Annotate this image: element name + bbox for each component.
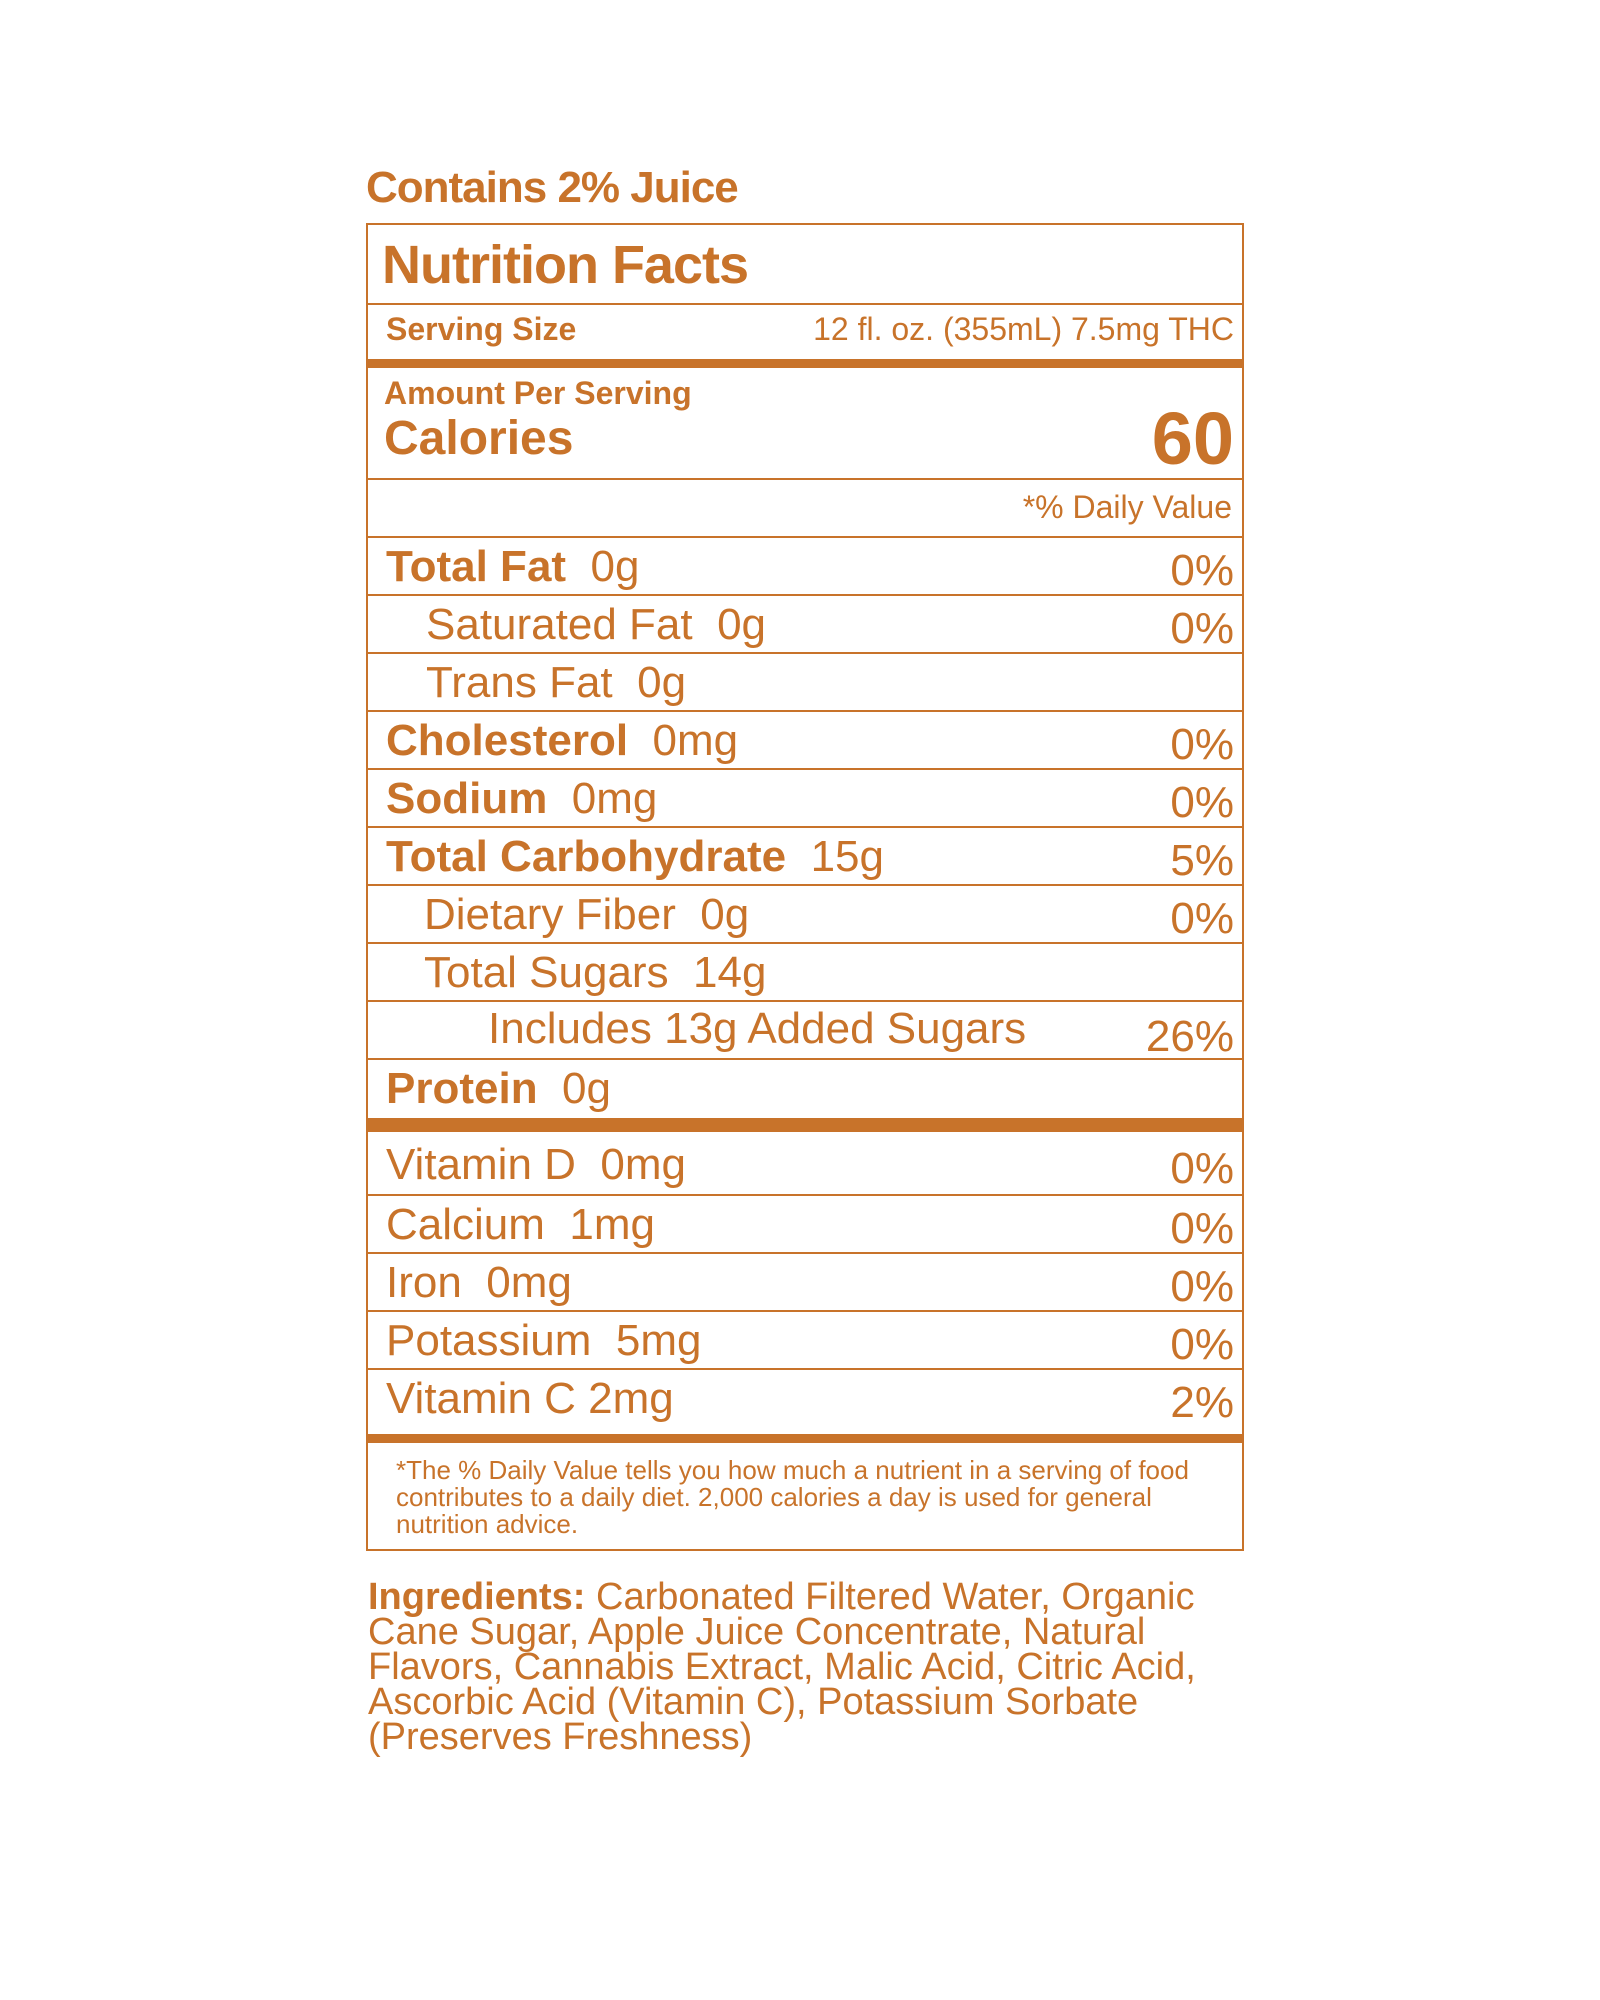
nutrient-row-trans-fat: Trans Fat 0g bbox=[368, 655, 1242, 711]
divider bbox=[368, 1368, 1242, 1370]
nutrition-facts-panel: Nutrition Facts Serving Size 12 fl. oz. … bbox=[366, 223, 1244, 1551]
divider bbox=[368, 942, 1242, 944]
nutrient-name: Saturated Fat bbox=[426, 600, 693, 649]
divider bbox=[368, 710, 1242, 712]
divider bbox=[368, 303, 1242, 305]
vitamin-name: Iron bbox=[386, 1258, 462, 1307]
nutrient-dv: 0% bbox=[1170, 894, 1234, 943]
nutrient-name: Dietary Fiber bbox=[424, 890, 676, 939]
vitamin-row-vitamin-c: Vitamin C 2mg 2% bbox=[368, 1371, 1242, 1427]
vitamin-amount: 1mg bbox=[569, 1200, 655, 1249]
calories-label: Calories bbox=[384, 412, 574, 465]
nutrient-name: Protein bbox=[386, 1064, 538, 1113]
serving-size-value: 12 fl. oz. (355mL) 7.5mg THC bbox=[813, 311, 1234, 347]
nutrient-row-protein: Protein 0g bbox=[368, 1061, 1242, 1117]
panel-title: Nutrition Facts bbox=[382, 235, 749, 295]
thick-divider bbox=[368, 1118, 1242, 1132]
nutrient-name: Cholesterol bbox=[386, 716, 629, 765]
nutrient-amount: 0g bbox=[700, 890, 750, 939]
nutrient-dv: 0% bbox=[1170, 778, 1234, 827]
vitamin-dv: 0% bbox=[1170, 1320, 1234, 1369]
thick-divider bbox=[368, 1434, 1242, 1443]
vitamin-dv: 0% bbox=[1170, 1144, 1234, 1193]
nutrient-row-total-sugars: Total Sugars 14g bbox=[368, 945, 1242, 1001]
vitamin-dv: 2% bbox=[1170, 1378, 1234, 1427]
divider bbox=[368, 478, 1242, 480]
nutrient-amount: 0g bbox=[637, 658, 687, 707]
vitamin-dv: 0% bbox=[1170, 1262, 1234, 1311]
nutrient-row-saturated-fat: Saturated Fat 0g 0% bbox=[368, 597, 1242, 653]
vitamin-row-vitamin-d: Vitamin D 0mg 0% bbox=[368, 1137, 1242, 1193]
ingredients-block: Ingredients: Carbonated Filtered Water, … bbox=[368, 1578, 1248, 1756]
vitamin-dv: 0% bbox=[1170, 1204, 1234, 1253]
daily-value-footnote: *The % Daily Value tells you how much a … bbox=[396, 1455, 1189, 1539]
nutrient-name: Trans Fat bbox=[426, 658, 613, 707]
divider bbox=[368, 594, 1242, 596]
nutrient-dv: 0% bbox=[1170, 546, 1234, 595]
ingredients-text: Carbonated Filtered Water, Organic Cane … bbox=[368, 1576, 1196, 1758]
nutrient-amount: 0g bbox=[717, 600, 767, 649]
nutrient-amount: 0g bbox=[590, 542, 640, 591]
nutrient-name: Includes 13g Added Sugars bbox=[488, 1004, 1027, 1053]
divider bbox=[368, 1252, 1242, 1254]
nutrient-row-cholesterol: Cholesterol 0mg 0% bbox=[368, 713, 1242, 769]
nutrient-row-dietary-fiber: Dietary Fiber 0g 0% bbox=[368, 887, 1242, 943]
divider bbox=[368, 536, 1242, 538]
nutrient-name: Total Sugars bbox=[424, 948, 669, 997]
nutrient-amount: 0mg bbox=[652, 716, 739, 765]
divider bbox=[368, 1310, 1242, 1312]
nutrient-dv: 26% bbox=[1145, 1012, 1234, 1061]
daily-value-header: *% Daily Value bbox=[1022, 489, 1232, 525]
vitamin-amount: 2mg bbox=[588, 1374, 674, 1423]
vitamin-amount: 0mg bbox=[600, 1140, 686, 1189]
nutrient-amount: 0g bbox=[562, 1064, 611, 1113]
vitamin-name: Potassium bbox=[386, 1316, 592, 1365]
divider bbox=[368, 826, 1242, 828]
nutrient-dv: 0% bbox=[1170, 604, 1234, 653]
nutrient-amount: 0mg bbox=[571, 774, 658, 823]
vitamin-name: Calcium bbox=[386, 1200, 545, 1249]
nutrient-name: Sodium bbox=[386, 774, 548, 823]
nutrient-row-added-sugars: Includes 13g Added Sugars 26% bbox=[368, 1001, 1242, 1061]
vitamin-amount: 0mg bbox=[486, 1258, 572, 1307]
thick-divider bbox=[368, 359, 1242, 368]
nutrient-dv: 5% bbox=[1170, 836, 1234, 885]
vitamin-row-potassium: Potassium 5mg 0% bbox=[368, 1313, 1242, 1369]
nutrient-amount: 15g bbox=[810, 832, 884, 881]
nutrient-row-sodium: Sodium 0mg 0% bbox=[368, 771, 1242, 827]
serving-size-label: Serving Size bbox=[386, 311, 577, 347]
vitamin-row-calcium: Calcium 1mg 0% bbox=[368, 1197, 1242, 1253]
divider bbox=[368, 884, 1242, 886]
nutrient-name: Total Fat bbox=[386, 542, 567, 591]
divider bbox=[368, 652, 1242, 654]
vitamin-amount: 5mg bbox=[615, 1316, 702, 1365]
juice-note: Contains 2% Juice bbox=[366, 163, 739, 212]
divider bbox=[368, 1000, 1242, 1002]
ingredients-label: Ingredients: bbox=[368, 1576, 586, 1618]
divider bbox=[368, 1194, 1242, 1196]
amount-per-serving-label: Amount Per Serving bbox=[384, 375, 692, 411]
nutrient-dv: 0% bbox=[1170, 720, 1234, 769]
divider bbox=[368, 1058, 1242, 1060]
vitamin-row-iron: Iron 0mg 0% bbox=[368, 1255, 1242, 1311]
divider bbox=[368, 768, 1242, 770]
calories-value: 60 bbox=[1151, 397, 1234, 480]
vitamin-name: Vitamin D bbox=[386, 1140, 576, 1189]
nutrient-amount: 14g bbox=[693, 948, 767, 997]
nutrient-name: Total Carbohydrate bbox=[386, 832, 787, 881]
nutrient-row-total-carbohydrate: Total Carbohydrate 15g 5% bbox=[368, 829, 1242, 885]
vitamin-name: Vitamin C bbox=[386, 1374, 576, 1423]
nutrient-row-total-fat: Total Fat 0g 0% bbox=[368, 539, 1242, 595]
